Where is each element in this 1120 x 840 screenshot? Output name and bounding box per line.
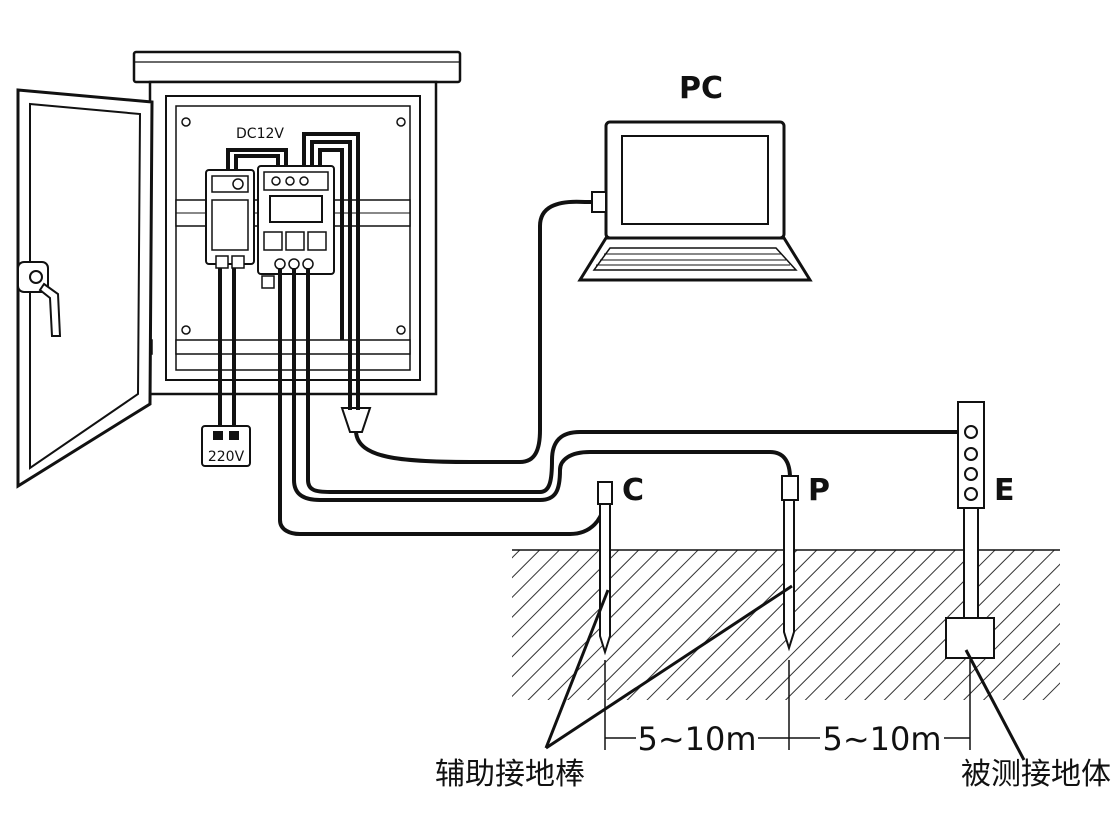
distance-p-e: 5~10m — [822, 720, 941, 758]
aux-rods-label: 辅助接地棒 — [435, 757, 585, 792]
laptop — [577, 120, 813, 282]
laptop-keyboard — [596, 253, 790, 266]
dc-voltage-label: DC12V — [236, 126, 284, 142]
electrode-c — [597, 481, 613, 656]
electrode-e — [945, 401, 995, 659]
grounding-meter — [257, 165, 335, 289]
cable-gland — [340, 407, 372, 433]
measured-body-label: 被测接地体 — [961, 757, 1111, 792]
electrode-c-label: C — [622, 473, 644, 508]
distance-c-p: 5~10m — [637, 720, 756, 758]
dc-power-supply — [205, 169, 255, 269]
electrode-p-label: P — [808, 473, 830, 508]
pc-cable — [354, 199, 596, 464]
pc-label: PC — [679, 71, 723, 106]
ac-socket — [201, 425, 251, 467]
electrode-p — [781, 475, 799, 652]
distance-markers — [604, 660, 971, 750]
ac-voltage-label: 220V — [208, 449, 245, 465]
cabinet-door[interactable] — [16, 88, 154, 489]
electrode-e-label: E — [994, 473, 1015, 508]
callout-lines — [544, 584, 1026, 761]
ac-wires — [218, 268, 236, 432]
dc-wires — [226, 132, 360, 340]
